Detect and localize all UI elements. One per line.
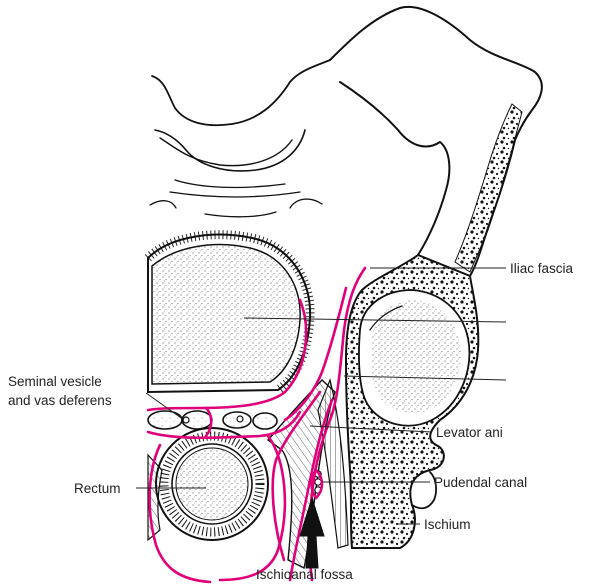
label-pudendal-canal: Pudendal canal [434,475,527,490]
label-rectum: Rectum [74,481,121,496]
label-iliac-fascia: Iliac fascia [510,261,574,276]
label-ischioanal-fossa: Ischioanal fossa [256,567,353,582]
ilium-cancellous [455,104,522,272]
label-ischium: Ischium [424,517,471,532]
hip-bone [318,7,542,548]
label-levator-ani: Levator ani [436,425,503,440]
label-seminal-vesicle-line2: and vas deferens [8,393,112,408]
label-seminal-vesicle-line1: Seminal vesicle [8,374,102,389]
upper-viscera-outline [150,60,330,217]
bladder [148,235,310,392]
rectum [156,428,268,540]
